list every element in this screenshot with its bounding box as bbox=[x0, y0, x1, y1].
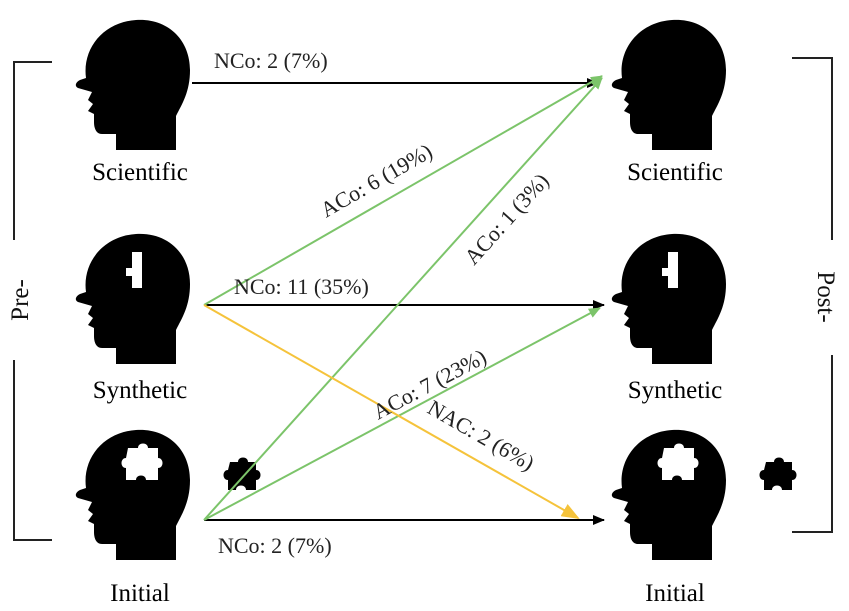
head-puzzle-icon bbox=[75, 429, 190, 560]
pre-bracket-bottom bbox=[13, 360, 52, 541]
pre-bracket-top bbox=[13, 61, 52, 240]
edge-initial-scientific bbox=[203, 77, 603, 521]
puzzle-piece-icon bbox=[657, 443, 699, 480]
edge-initial-synthetic bbox=[203, 307, 601, 521]
pre-synthetic-label: Synthetic bbox=[93, 377, 187, 404]
edge-synthetic-initial bbox=[203, 304, 580, 519]
puzzle-piece-icon bbox=[121, 443, 163, 480]
head-icon bbox=[75, 19, 190, 151]
edge-label-ini-ini: NCo: 2 (7%) bbox=[218, 533, 332, 558]
edge-synthetic-scientific bbox=[203, 75, 603, 306]
post-synthetic-label: Synthetic bbox=[628, 377, 722, 404]
edge-label-syn-syn: NCo: 11 (35%) bbox=[234, 274, 369, 299]
head-puzzle-icon bbox=[611, 429, 726, 560]
post-label: Post- bbox=[812, 271, 839, 322]
puzzle-piece-icon bbox=[126, 252, 142, 288]
post-scientific-label: Scientific bbox=[627, 159, 723, 186]
edge-label-sci-sci: NCo: 2 (7%) bbox=[214, 48, 328, 73]
puzzle-piece-icon bbox=[759, 457, 797, 490]
post-bracket-bottom bbox=[792, 355, 833, 533]
pre-initial-label: Initial bbox=[110, 580, 170, 607]
edge-label-syn-sci: ACo: 6 (19%) bbox=[316, 138, 436, 222]
post-bracket-top bbox=[792, 57, 833, 240]
pre-label: Pre- bbox=[7, 279, 34, 321]
puzzle-piece-icon bbox=[223, 457, 261, 490]
post-initial-label: Initial bbox=[645, 580, 705, 607]
head-synthetic-icon bbox=[611, 233, 726, 364]
puzzle-piece-icon bbox=[662, 252, 678, 288]
head-icon bbox=[611, 19, 726, 151]
pre-scientific-label: Scientific bbox=[92, 159, 188, 186]
head-synthetic-icon bbox=[75, 233, 190, 364]
